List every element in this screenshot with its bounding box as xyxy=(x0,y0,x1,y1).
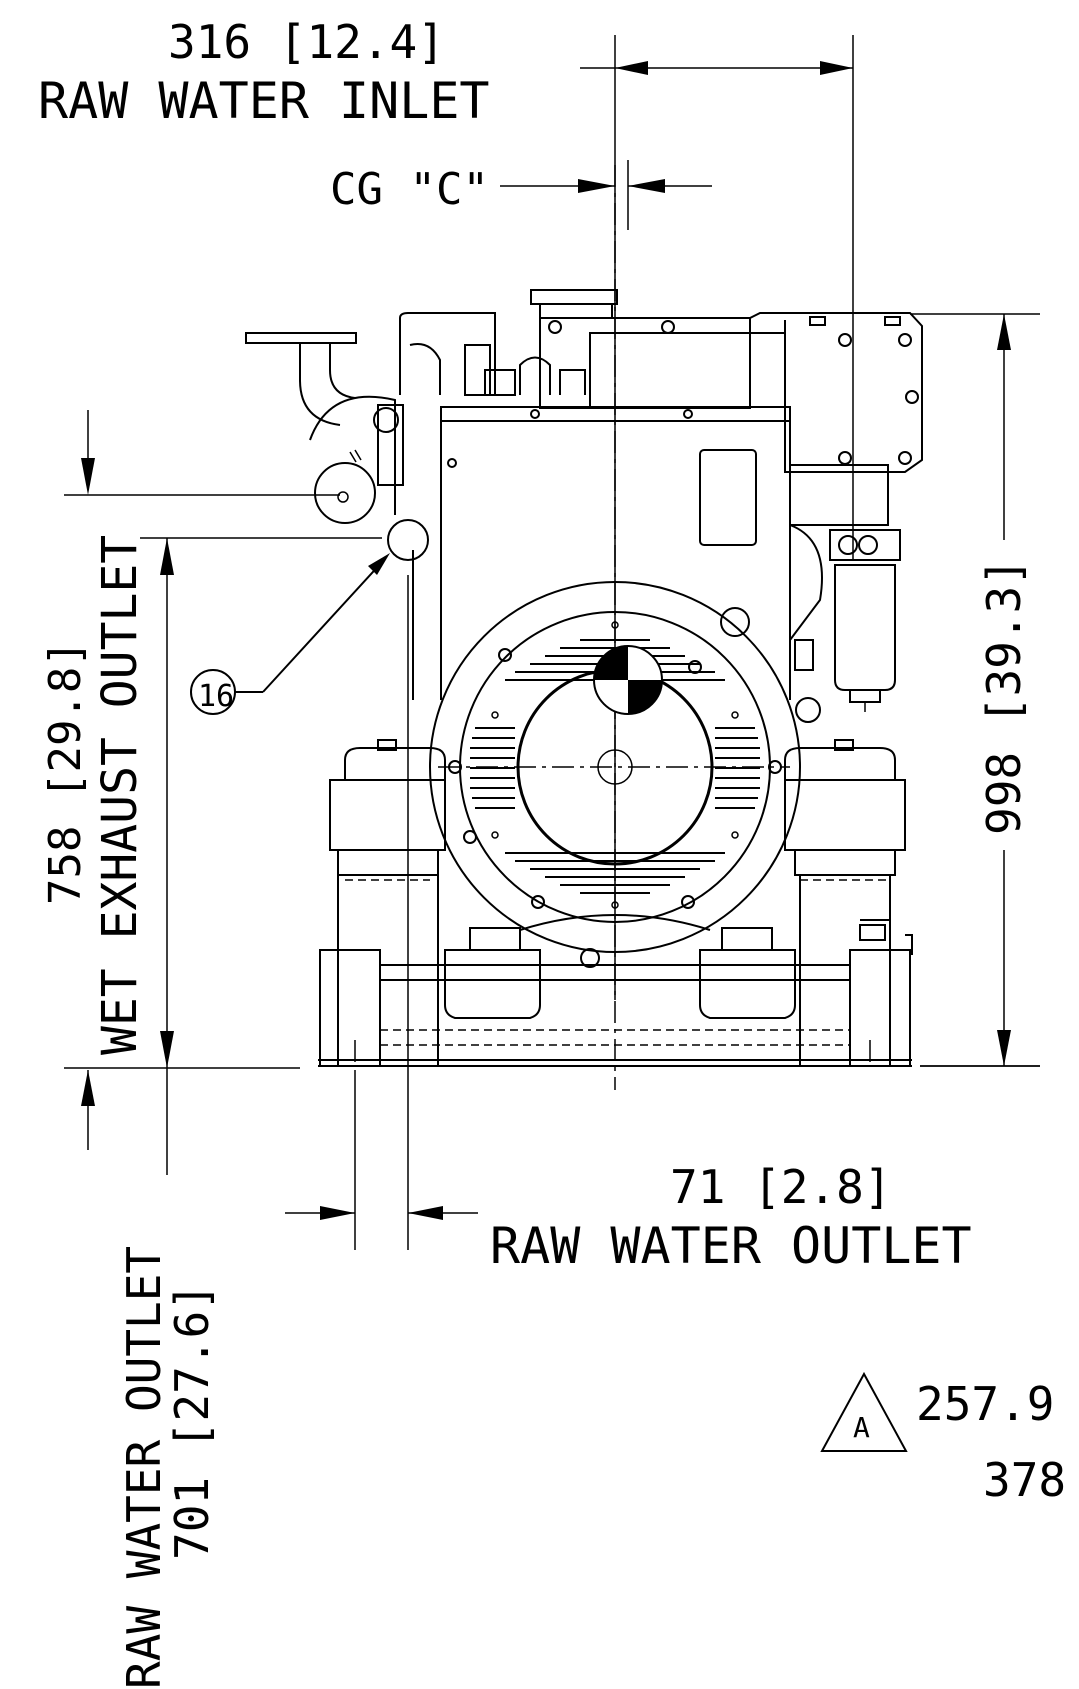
revision-value: 257.9 xyxy=(916,1377,1054,1431)
raw-water-outlet-dimension: 71 [2.8] xyxy=(670,1160,892,1214)
raw-water-inlet-dimension: 316 [12.4] xyxy=(168,15,445,69)
generator-end-bell-outer xyxy=(429,581,801,953)
wet-exhaust-outlet-pipe xyxy=(387,519,429,561)
raw-water-inlet-label: RAW WATER INLET xyxy=(38,72,490,130)
raw-water-outlet-vertical-dimension: 701 [27.6] xyxy=(165,1283,219,1560)
cg-symbol-icon xyxy=(593,645,663,715)
raw-water-outlet-vertical-label: RAW WATER OUTLET xyxy=(117,1246,171,1689)
overall-height-dimension: 998 [39.3] xyxy=(977,558,1031,835)
revision-triangle-icon xyxy=(820,1371,908,1452)
cg-c-label: CG "C" xyxy=(330,164,489,215)
callout-arrowhead xyxy=(368,553,390,575)
wet-exhaust-label: WET EXHAUST OUTLET xyxy=(92,535,148,1055)
revision-letter: A xyxy=(853,1411,870,1444)
raw-water-outlet-label: RAW WATER OUTLET xyxy=(490,1217,972,1275)
callout-number: 16 xyxy=(198,679,234,714)
revision-value-secondary: 378 xyxy=(983,1453,1066,1507)
wet-exhaust-dimension: 758 [29.8] xyxy=(40,640,91,905)
